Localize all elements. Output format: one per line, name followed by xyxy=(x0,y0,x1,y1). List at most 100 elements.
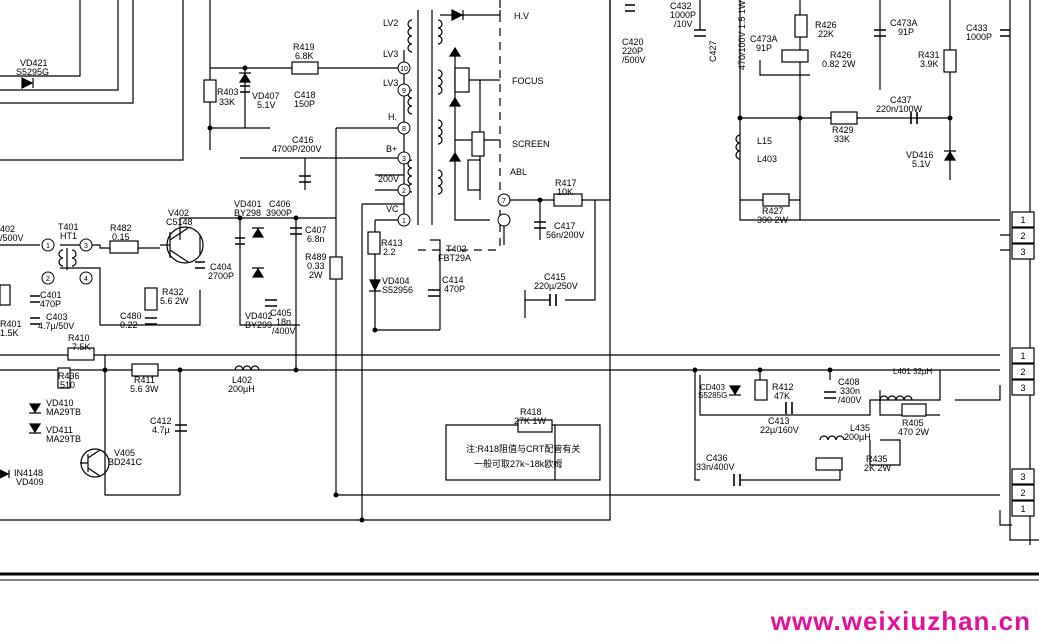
lbl-r418: R418 xyxy=(520,407,542,417)
lbl-vd421: VD421 xyxy=(20,58,48,68)
pin-c3: 3 xyxy=(1020,472,1025,482)
vd407-symbol xyxy=(238,72,252,83)
r412-body xyxy=(754,379,768,401)
lbl-v405v: BD241C xyxy=(108,457,143,467)
lbl-c404v: 2700P xyxy=(208,271,234,281)
lbl-l402: L402 xyxy=(232,375,252,385)
note: 注:R418阻值与CRT配管有关 一般可取27k~18k欧姆 xyxy=(466,443,580,469)
lbl-l435: L435 xyxy=(850,423,870,433)
t402-pin-3: 3 xyxy=(402,156,406,163)
junctions xyxy=(102,65,953,523)
lbl-c437v: 220n/100W xyxy=(876,104,923,114)
lbl-r426bv: 0.82 2W xyxy=(822,59,856,69)
lbl-r419: R419 xyxy=(293,42,315,52)
lbl-r405: R405 xyxy=(902,418,924,428)
lbl-vd409: VD409 xyxy=(16,477,44,487)
lbl-c436v: 33n/400V xyxy=(696,462,735,472)
lbl-vd407v: 5.1V xyxy=(257,100,276,110)
c436-plates xyxy=(733,474,741,486)
r435-body xyxy=(815,457,843,471)
r426a-body xyxy=(794,14,808,38)
c407-plates xyxy=(290,227,302,235)
lbl-r410: R410 xyxy=(68,333,90,343)
watermark: www.weixiuzhan.cn xyxy=(770,606,1031,636)
component-labels: VD421 S5295G LV2 LV3 LV3 R419 6.8K R403 … xyxy=(0,0,992,487)
lbl-r403v: 33K xyxy=(219,97,235,107)
lbl-c427v: 470/100V 1.5 1W xyxy=(737,0,747,70)
lbl-c473a2: C473A xyxy=(890,18,918,28)
pin-b1: 1 xyxy=(1020,351,1025,361)
focus-pot xyxy=(454,67,470,93)
lbl-c480: C480 xyxy=(120,311,142,321)
pin-b3: 3 xyxy=(1020,383,1025,393)
lbl-c413v: 22µ/160V xyxy=(760,425,799,435)
r410-body xyxy=(67,347,95,361)
pin-c2: 2 xyxy=(1020,488,1025,498)
lbl-r417v: 10K xyxy=(557,187,573,197)
lbl-vd416: VD416 xyxy=(906,150,934,160)
t401-pin-2: 2 xyxy=(46,276,50,283)
lbl-r412: R412 xyxy=(772,382,794,392)
pin-b2: 2 xyxy=(1020,367,1025,377)
r482-body xyxy=(109,240,139,254)
lbl-hdot: H. xyxy=(388,112,397,122)
lbl-cd403v: S5285G xyxy=(698,391,727,400)
lbl-l403: L403 xyxy=(757,154,777,164)
l15-coil xyxy=(735,134,741,160)
v402-symbol xyxy=(166,226,204,264)
hv-diode-symbol xyxy=(451,9,464,21)
lbl-v405: V405 xyxy=(114,448,135,458)
lbl-r427v: 390 2W xyxy=(757,215,789,225)
lbl-v402: V402 xyxy=(168,208,189,218)
transistors xyxy=(80,226,204,478)
fbt-diode-2 xyxy=(448,96,462,107)
vd402-symbol xyxy=(251,267,265,278)
lbl-c420: C420 xyxy=(622,37,644,47)
l402-coil xyxy=(234,365,260,371)
lbl-c408a: 330n xyxy=(840,386,860,396)
lbl-r432: R432 xyxy=(162,287,184,297)
vd410-symbol xyxy=(28,403,42,414)
lbl-c480v: 0.22 xyxy=(120,320,138,330)
lbl-c406v: 3900P xyxy=(266,208,292,218)
vd421-symbol xyxy=(21,77,34,89)
r413-body xyxy=(367,231,381,255)
lbl-c417: C417 xyxy=(554,221,576,231)
t401-windings xyxy=(58,248,77,270)
c404-plates xyxy=(195,261,205,269)
r429-body xyxy=(830,111,858,125)
lbl-c403v: 4.7µ/50V xyxy=(38,321,74,331)
fbt-diode-3 xyxy=(448,151,462,162)
r427-body xyxy=(762,193,790,207)
t402-secondary xyxy=(437,19,443,195)
c437-plates xyxy=(910,112,918,124)
c416-plates xyxy=(299,175,311,183)
fbt-resistor xyxy=(467,159,481,191)
c473a2-plates xyxy=(874,29,886,37)
diodes xyxy=(0,9,957,479)
t401-pin-4: 4 xyxy=(84,276,88,283)
l401-coil xyxy=(879,395,913,401)
lbl-r431: R431 xyxy=(918,50,940,60)
r436-body xyxy=(57,367,71,389)
lbl-r412v: 47K xyxy=(774,391,790,401)
lbl-t401v: HT1 xyxy=(60,231,77,241)
cd403-symbol xyxy=(728,385,742,396)
l435-coil xyxy=(819,435,845,441)
screen-pot xyxy=(471,131,485,157)
note-line2: 一般可取27k~18k欧姆 xyxy=(474,458,562,469)
lbl-l15: L15 xyxy=(757,136,772,146)
lbl-lv3a: LV3 xyxy=(383,49,398,59)
c403-plates xyxy=(30,317,40,325)
r403-body xyxy=(203,79,217,103)
lbl-r482: R482 xyxy=(110,223,132,233)
lbl-bplus: B+ xyxy=(386,144,397,154)
lbl-c403: C403 xyxy=(46,312,68,322)
pin-a3: 3 xyxy=(1020,247,1025,257)
wires xyxy=(0,0,1039,545)
pin-c1: 1 xyxy=(1020,504,1025,514)
lbl-c432: C432 xyxy=(670,1,692,11)
t402-pin-circles xyxy=(41,61,511,285)
r417-body xyxy=(553,193,583,207)
pin-a2: 2 xyxy=(1020,231,1025,241)
